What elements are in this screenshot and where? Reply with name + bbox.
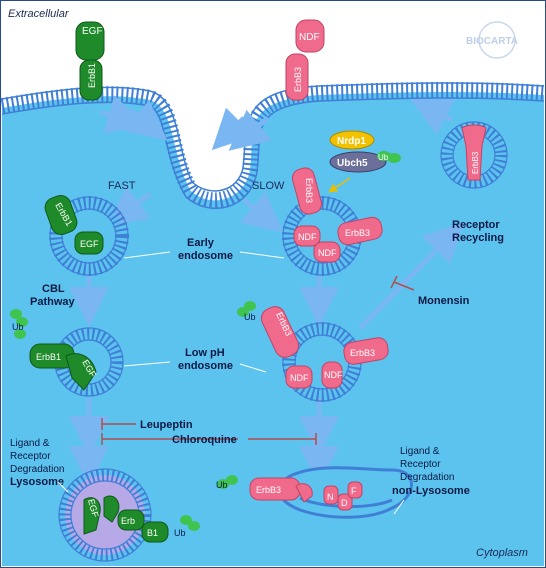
- erbb3-label: ErbB3: [293, 67, 303, 92]
- recycling-vesicle: ErbB3: [440, 121, 508, 189]
- ub-label-lowph: Ub: [12, 322, 24, 332]
- ndf-label-early-2: NDF: [318, 248, 337, 258]
- svg-text:BIOCARTA: BIOCARTA: [466, 36, 518, 47]
- ubch5-label: Ubch5: [337, 158, 368, 169]
- inhibitor-lines: [101, 418, 317, 445]
- cbl-label-1: CBL: [42, 283, 65, 295]
- trafficking-arrows: [69, 95, 464, 486]
- egf-erbb1-membrane-complex: EGF ErbB1: [75, 21, 105, 101]
- lig-left-3: Degradation: [10, 464, 64, 475]
- lysosome-label: Lysosome: [10, 476, 64, 488]
- ndf-label-lowph-2: NDF: [324, 370, 343, 380]
- early-endosome-right: ErbB3 NDF NDF ErbB3: [282, 167, 383, 276]
- leupeptin-label: Leupeptin: [140, 419, 193, 431]
- low-ph-endosome-left: Ub ErbB1 EGF: [10, 309, 124, 397]
- chloroquine-label: Chloroquine: [172, 434, 237, 446]
- nrdp1-label: Nrdp1: [337, 136, 366, 147]
- erbb3-label-recycling: ErbB3: [471, 151, 480, 174]
- cytoplasm-label: Cytoplasm: [476, 547, 528, 559]
- non-lysosome-label: non-Lysosome: [392, 485, 470, 497]
- non-lysosome-compartment: Ub ErbB3 N D F: [216, 466, 413, 519]
- lig-right-3: Degradation: [400, 472, 454, 483]
- erbb3-label-early-right: ErbB3: [345, 228, 370, 238]
- ndf-label: NDF: [299, 32, 320, 43]
- ub-label-lowph-right: Ub: [244, 312, 256, 322]
- lysosome: EGF Erb B1 Ub: [58, 468, 200, 562]
- erbb1-label: ErbB1: [87, 63, 97, 88]
- egf-label-early: EGF: [80, 239, 99, 249]
- lig-right-1: Ligand &: [400, 446, 440, 457]
- lowph-label-1: Low pH: [185, 347, 225, 359]
- d-label: D: [341, 498, 348, 508]
- erb-label-lysosome: Erb: [121, 516, 135, 526]
- egf-label: EGF: [82, 26, 103, 37]
- erbb3-label-early-top: ErbB3: [304, 178, 314, 203]
- extracellular-label: Extracellular: [8, 8, 70, 20]
- ndf-label-lowph-1: NDF: [290, 373, 309, 383]
- plasma-membrane: [0, 81, 545, 209]
- nrdp1-ubch5-complex: Nrdp1 Ubch5 Ub: [328, 130, 401, 193]
- erbb1-label-lowph: ErbB1: [36, 352, 61, 362]
- recycling-label-1: Receptor: [452, 219, 500, 231]
- early-endosome-left: ErbB1 EGF: [44, 195, 129, 276]
- early-endosome-label-2: endosome: [178, 250, 233, 262]
- ub-label-lysosome: Ub: [174, 528, 186, 538]
- erbb3-label-nonlyso: ErbB3: [256, 485, 281, 495]
- n-label: N: [327, 492, 334, 502]
- lig-right-2: Receptor: [400, 459, 441, 470]
- ndf-erbb3-membrane-complex: NDF ErbB3: [285, 19, 325, 101]
- slow-label: SLOW: [252, 180, 285, 192]
- ub-label-nonlyso: Ub: [216, 480, 228, 490]
- fast-label: FAST: [108, 180, 136, 192]
- monensin-label: Monensin: [418, 295, 470, 307]
- f-label: F: [351, 486, 357, 496]
- ub-label-nrdp1: Ub: [378, 153, 389, 162]
- cbl-label-2: Pathway: [30, 296, 76, 308]
- biocarta-logo: BIOCARTA: [466, 21, 518, 59]
- low-ph-endosome-right: Ub ErbB3 NDF NDF ErbB3: [237, 301, 389, 402]
- ndf-label-early-1: NDF: [298, 232, 317, 242]
- b1-label-lysosome: B1: [147, 528, 158, 538]
- lig-left-1: Ligand &: [10, 438, 50, 449]
- egf-label-lysosome: EGF: [86, 498, 101, 519]
- early-endosome-label-1: Early: [187, 237, 215, 249]
- recycling-label-2: Recycling: [452, 232, 504, 244]
- lowph-label-2: endosome: [178, 360, 233, 372]
- erbb3-label-lowph-right: ErbB3: [350, 348, 375, 358]
- lig-left-2: Receptor: [10, 451, 51, 462]
